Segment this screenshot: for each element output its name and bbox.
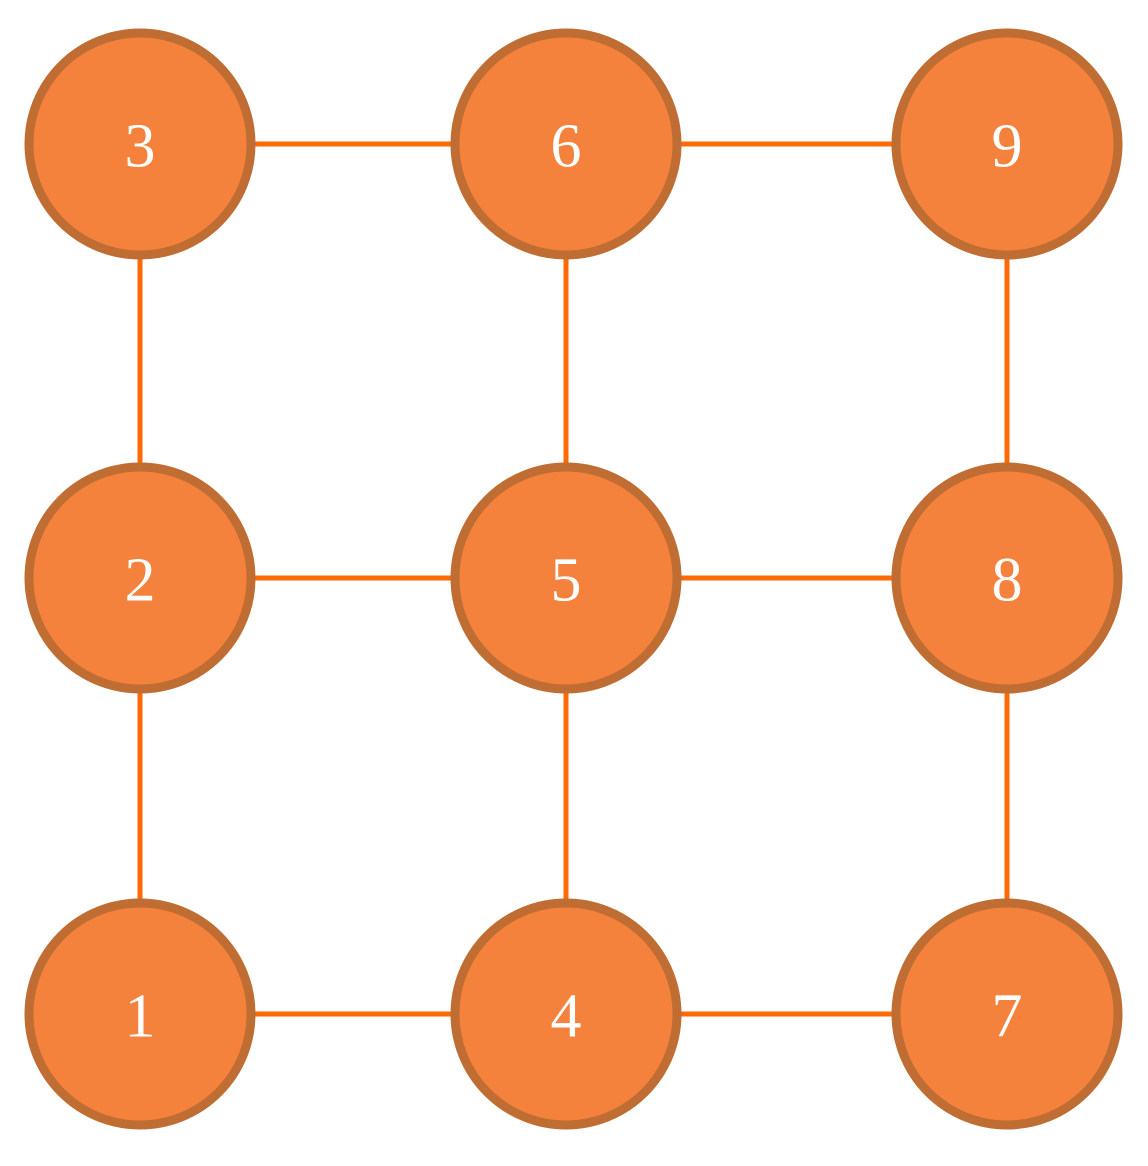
node-6[interactable]: 6 xyxy=(450,28,682,260)
node-2[interactable]: 2 xyxy=(24,462,256,694)
node-7-label: 7 xyxy=(992,982,1023,1050)
node-2-circle[interactable] xyxy=(24,462,256,694)
node-1-label: 1 xyxy=(125,982,156,1050)
node-5[interactable]: 5 xyxy=(450,462,682,694)
node-6-label: 6 xyxy=(551,112,582,180)
node-3[interactable]: 3 xyxy=(24,28,256,260)
node-1-circle[interactable] xyxy=(24,898,256,1130)
node-7[interactable]: 7 xyxy=(891,898,1123,1130)
nodes-layer: 1 2 3 4 5 6 7 8 9 xyxy=(24,28,1123,1130)
node-5-label: 5 xyxy=(551,546,582,614)
node-4-label: 4 xyxy=(551,982,582,1050)
node-8-circle[interactable] xyxy=(891,462,1123,694)
node-5-circle[interactable] xyxy=(450,462,682,694)
node-9-label: 9 xyxy=(992,112,1023,180)
node-9-circle[interactable] xyxy=(891,28,1123,260)
node-1[interactable]: 1 xyxy=(24,898,256,1130)
node-3-label: 3 xyxy=(125,112,156,180)
node-6-circle[interactable] xyxy=(450,28,682,260)
node-8[interactable]: 8 xyxy=(891,462,1123,694)
node-4-circle[interactable] xyxy=(450,898,682,1130)
node-4[interactable]: 4 xyxy=(450,898,682,1130)
node-3-circle[interactable] xyxy=(24,28,256,260)
node-7-circle[interactable] xyxy=(891,898,1123,1130)
node-9[interactable]: 9 xyxy=(891,28,1123,260)
node-8-label: 8 xyxy=(992,546,1023,614)
node-2-label: 2 xyxy=(125,546,156,614)
